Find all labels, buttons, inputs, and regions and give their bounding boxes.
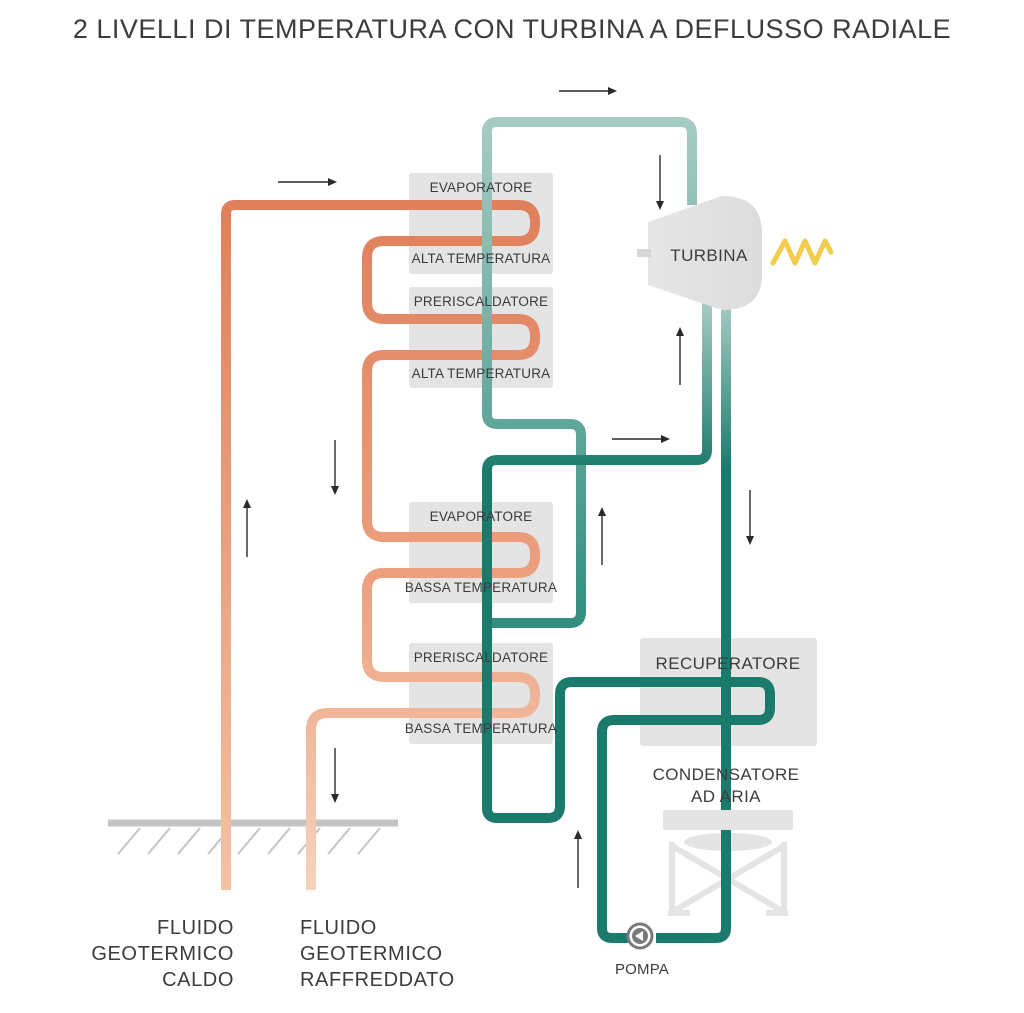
preheat-high-label-2: ALTA TEMPERATURA bbox=[412, 366, 551, 381]
preheater-high-box bbox=[409, 287, 553, 388]
condenser-label-2: AD ARIA bbox=[691, 787, 761, 806]
turbine-label: TURBINA bbox=[670, 246, 748, 265]
preheat-high-label-1: PRERISCALDATORE bbox=[414, 294, 549, 309]
pump-icon bbox=[626, 922, 654, 950]
turbine-exhaust-pipe bbox=[656, 300, 731, 943]
vapor-line-low bbox=[482, 303, 712, 623]
vapor-line-high bbox=[482, 117, 697, 388]
preheat-low-label-2: BASSA TEMPERATURA bbox=[405, 721, 557, 736]
diagram-title: 2 LIVELLI DI TEMPERATURA CON TURBINA A D… bbox=[73, 14, 951, 44]
evaporator-high-box bbox=[409, 173, 553, 274]
generator-zigzag-icon bbox=[770, 238, 834, 266]
evap-low-label-2: BASSA TEMPERATURA bbox=[405, 580, 557, 595]
cooled-fluid-label-1: FLUIDO bbox=[300, 917, 377, 939]
geothermal-serpentine-pipe bbox=[245, 200, 540, 890]
flow-arrow-icon bbox=[243, 87, 754, 888]
cooled-fluid-label-3: RAFFREDDATO bbox=[300, 969, 455, 991]
ground-icon bbox=[108, 819, 398, 855]
preheat-low-label-1: PRERISCALDATORE bbox=[414, 650, 549, 665]
hot-fluid-label-2: GEOTERMICO bbox=[91, 943, 234, 965]
geothermal-inlet-pipe bbox=[221, 200, 245, 890]
evap-high-label-2: ALTA TEMPERATURA bbox=[412, 251, 551, 266]
recuperator-loop-pipe bbox=[482, 500, 775, 943]
evap-high-label-1: EVAPORATORE bbox=[430, 180, 533, 195]
condenser-label-1: CONDENSATORE bbox=[653, 765, 800, 784]
evap-low-label-1: EVAPORATORE bbox=[430, 509, 533, 524]
cooled-fluid-label-2: GEOTERMICO bbox=[300, 943, 443, 965]
pump-label: POMPA bbox=[615, 961, 669, 978]
turbine: TURBINA bbox=[637, 196, 762, 310]
hot-fluid-label-3: CALDO bbox=[162, 969, 234, 991]
hot-fluid-label-1: FLUIDO bbox=[157, 917, 234, 939]
preheater-low-box bbox=[409, 643, 553, 744]
recuperator-label: RECUPERATORE bbox=[656, 654, 801, 673]
preheater-high-link bbox=[482, 388, 586, 628]
